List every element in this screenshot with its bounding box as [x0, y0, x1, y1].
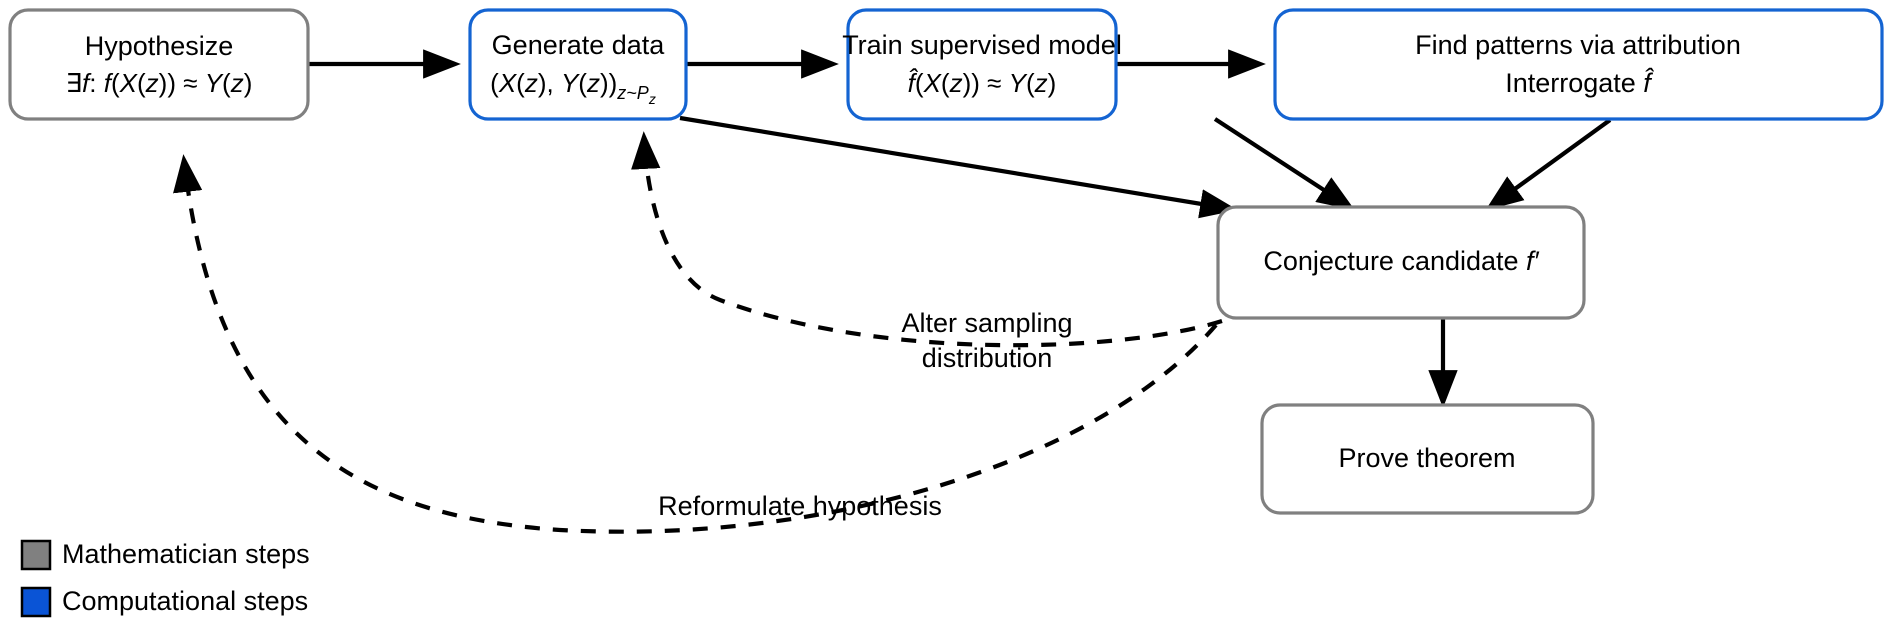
node-train-model[interactable]: Train supervised model f̂(X(z)) ≈ Y(z): [842, 8, 1122, 121]
node-find-patterns-box[interactable]: [1273, 8, 1884, 121]
node-find-patterns-line2: Interrogate f̂: [1505, 68, 1654, 98]
legend: Mathematician steps Computational steps: [20, 539, 310, 618]
node-find-patterns[interactable]: Find patterns via attribution Interrogat…: [1273, 8, 1884, 121]
node-conjecture-label: Conjecture candidate f′: [1263, 246, 1539, 276]
edge-find-to-conjecture: [1485, 118, 1612, 211]
node-conjecture-box[interactable]: [1216, 205, 1586, 320]
node-hypothesize-line2: ∃f: f(X(z)) ≈ Y(z): [66, 68, 253, 98]
edge-label-alter-sampling-line1: Alter sampling: [901, 308, 1072, 338]
legend-item-computational: Computational steps: [20, 586, 308, 618]
edge-alter-sampling: Alter sampling distribution: [631, 131, 1223, 373]
legend-item-mathematician: Mathematician steps: [20, 539, 310, 571]
node-train-model-box[interactable]: [846, 8, 1118, 121]
node-prove-theorem-label: Prove theorem: [1338, 443, 1515, 473]
node-train-model-line2: f̂(X(z)) ≈ Y(z): [908, 68, 1057, 98]
node-train-model-line1: Train supervised model: [842, 30, 1122, 60]
node-prove-theorem-box[interactable]: [1260, 403, 1595, 515]
edge-train-to-conjecture: [1213, 117, 1355, 211]
node-hypothesize-box[interactable]: [8, 8, 310, 121]
node-generate-data-box[interactable]: [468, 8, 688, 121]
legend-label-mathematician: Mathematician steps: [62, 539, 310, 569]
legend-swatch-mathematician-icon: [20, 539, 52, 571]
edge-reformulate: Reformulate hypothesis: [173, 154, 1218, 534]
edge-label-alter-sampling-line2: distribution: [922, 343, 1053, 373]
edge-generate-to-conjecture: [679, 115, 1238, 219]
node-generate-data[interactable]: Generate data (X(z), Y(z))z~Pz: [468, 8, 688, 121]
node-generate-data-line2: (X(z), Y(z))z~Pz: [490, 68, 656, 107]
legend-label-computational: Computational steps: [62, 586, 308, 616]
node-find-patterns-line1: Find patterns via attribution: [1415, 30, 1741, 60]
legend-swatch-computational-icon: [20, 586, 52, 618]
node-hypothesize-line1: Hypothesize: [85, 31, 234, 61]
node-generate-data-line1: Generate data: [492, 30, 666, 60]
edge-label-reformulate: Reformulate hypothesis: [658, 491, 942, 521]
node-prove-theorem[interactable]: Prove theorem: [1260, 403, 1595, 515]
node-conjecture[interactable]: Conjecture candidate f′: [1216, 205, 1586, 320]
node-hypothesize[interactable]: Hypothesize ∃f: f(X(z)) ≈ Y(z): [8, 8, 310, 121]
